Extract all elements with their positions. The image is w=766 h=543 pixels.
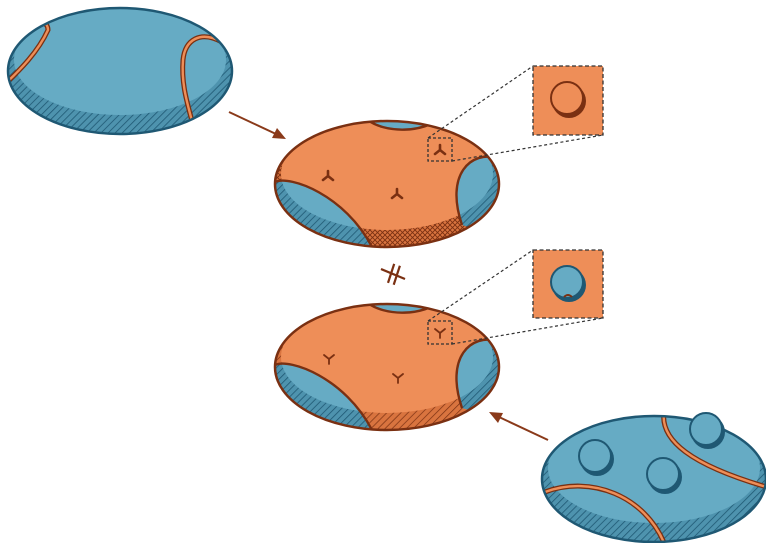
orange-oval-middle-top [275,118,499,247]
blue-oval-top-left [4,5,232,134]
blue-oval-bottom-right [542,412,766,543]
not-equal-icon [381,264,405,285]
orange-oval-middle-bottom [275,301,499,430]
arrow-icon [229,112,286,139]
arrow-icon [489,412,548,440]
